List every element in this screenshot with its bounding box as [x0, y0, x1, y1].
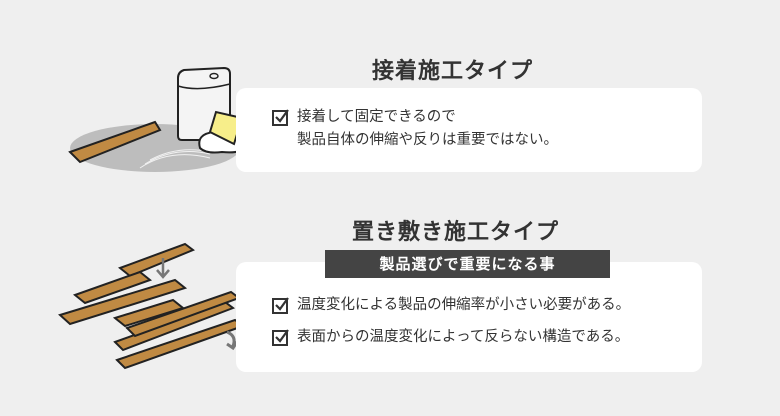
adhesive-illustration	[68, 66, 248, 172]
section2-item-2: 表面からの温度変化によって反らない構造である。	[272, 326, 629, 349]
section1-item: 接着して固定できるので製品自体の伸縮や反りは重要ではない。	[272, 106, 558, 152]
section1-line-2: 製品自体の伸縮や反りは重要ではない。	[297, 132, 558, 148]
section2-box	[236, 262, 702, 372]
section1-line-1: 接着して固定できるので	[297, 109, 456, 125]
checkbox-checked-icon	[272, 329, 289, 346]
floating-floor-illustration	[58, 242, 246, 370]
section2-item-2-text: 表面からの温度変化によって反らない構造である。	[297, 329, 630, 345]
section2-item-1: 温度変化による製品の伸縮率が小さい必要がある。	[272, 294, 630, 317]
section1-title: 接着施工タイプ	[372, 59, 534, 84]
section2-badge: 製品選びで重要になる事	[325, 250, 610, 278]
checkbox-checked-icon	[272, 297, 289, 314]
checkbox-checked-icon	[272, 109, 289, 126]
section2-title: 置き敷き施工タイプ	[352, 220, 560, 245]
section1-box	[236, 88, 702, 172]
section2-item-1-text: 温度変化による製品の伸縮率が小さい必要がある。	[297, 297, 631, 313]
